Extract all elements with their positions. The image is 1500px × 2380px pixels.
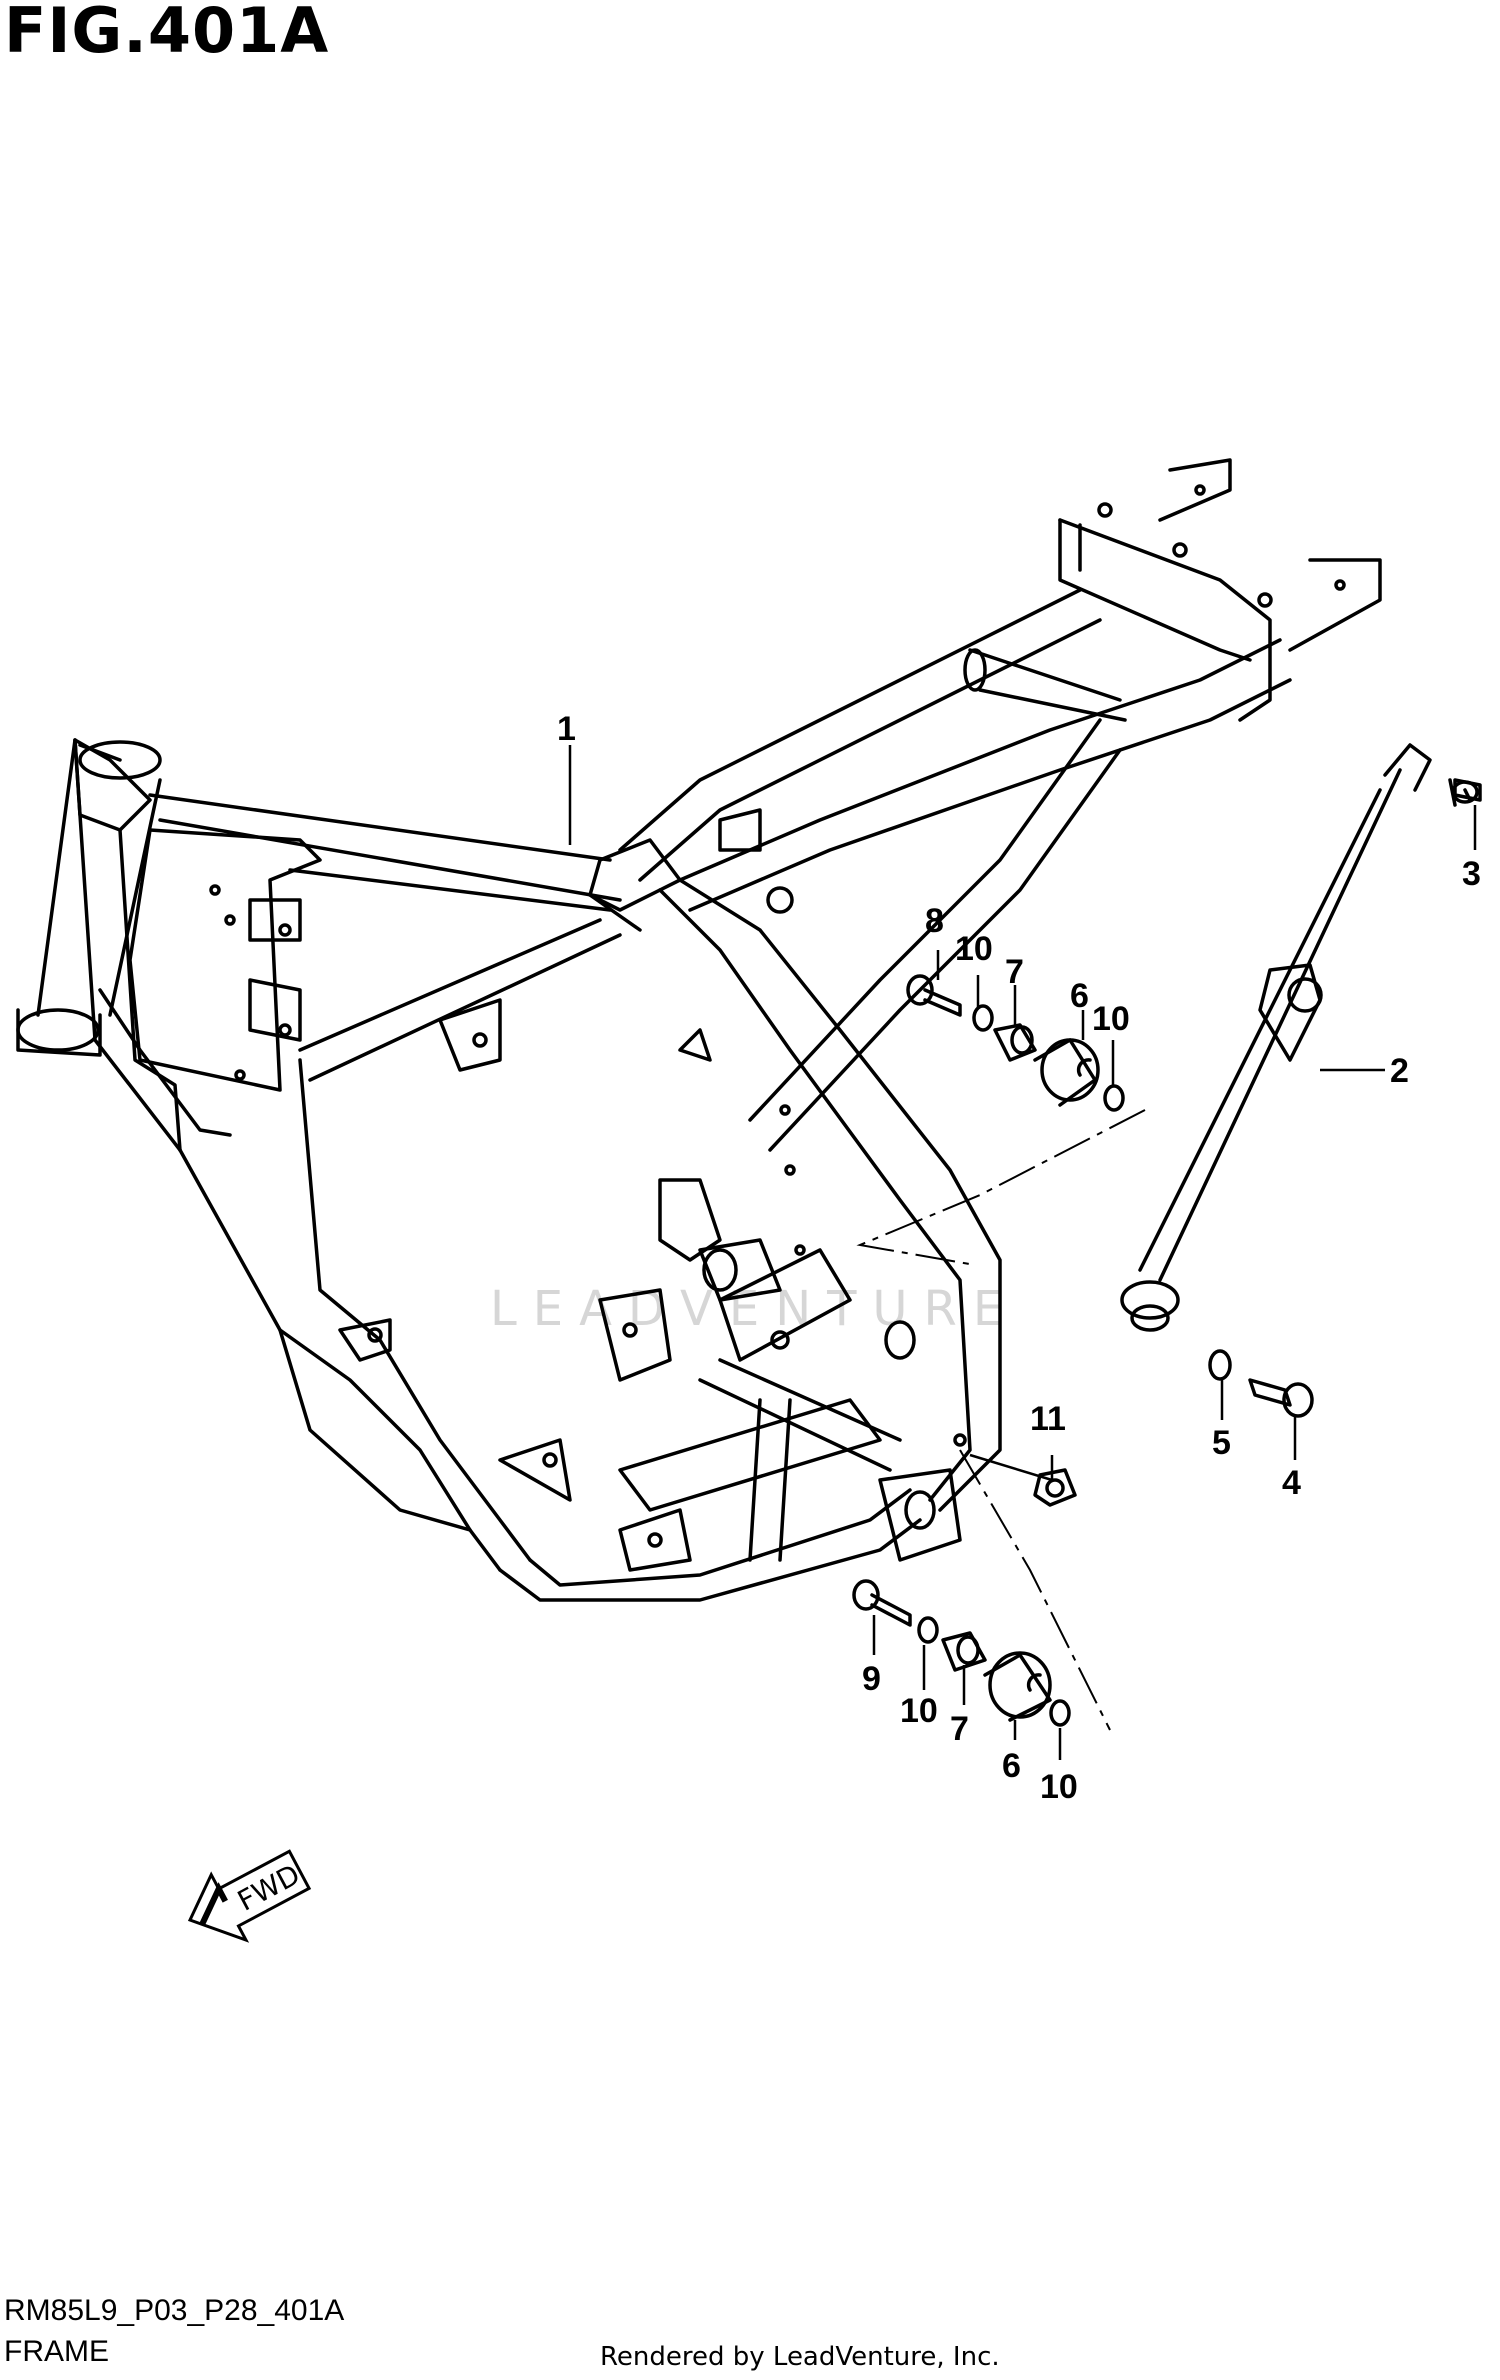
washer-10b — [1103, 1084, 1125, 1112]
main-frame — [16, 458, 1382, 1602]
bolt-9 — [852, 1579, 912, 1627]
callout-10d: 10 — [1040, 1768, 1078, 1806]
bolt-8 — [906, 974, 962, 1017]
callout-10a: 10 — [955, 930, 993, 968]
callout-10c: 10 — [900, 1692, 938, 1730]
callout-2: 2 — [1390, 1052, 1409, 1090]
callout-1: 1 — [557, 710, 576, 748]
cushion-6a — [1033, 1038, 1100, 1107]
callout-6b: 6 — [1002, 1747, 1021, 1785]
callout-3: 3 — [1462, 855, 1481, 893]
collar-7a — [993, 1023, 1037, 1062]
callout-8: 8 — [925, 902, 944, 940]
washer-10c — [917, 1616, 939, 1644]
bolt-3 — [1448, 778, 1482, 807]
callout-10b: 10 — [1092, 1000, 1130, 1038]
nut-11 — [1033, 1468, 1077, 1507]
fwd-arrow-icon: FWD — [187, 1849, 312, 1943]
figure-title: FIG.401A — [4, 0, 330, 67]
washer-5 — [1208, 1349, 1232, 1381]
callout-11: 11 — [1030, 1400, 1066, 1438]
watermark: LEADVENTURE — [490, 1281, 1019, 1337]
rear-strut — [1120, 743, 1432, 1332]
callout-9: 9 — [862, 1660, 881, 1698]
washer-10a — [972, 1004, 994, 1032]
callout-7b: 7 — [950, 1710, 969, 1748]
diagram-name: FRAME — [4, 2335, 109, 2368]
cushion-6b — [983, 1651, 1052, 1722]
rendered-by: Rendered by LeadVenture, Inc. — [600, 2342, 1000, 2372]
callout-5: 5 — [1212, 1424, 1231, 1462]
callout-4: 4 — [1282, 1464, 1301, 1502]
bolt-4 — [1248, 1378, 1314, 1418]
collar-7b — [941, 1631, 987, 1672]
washer-10d — [1049, 1699, 1071, 1727]
callout-7a: 7 — [1005, 953, 1024, 991]
callout-6a: 6 — [1070, 977, 1089, 1015]
diagram-code: RM85L9_P03_P28_401A — [4, 2294, 345, 2327]
